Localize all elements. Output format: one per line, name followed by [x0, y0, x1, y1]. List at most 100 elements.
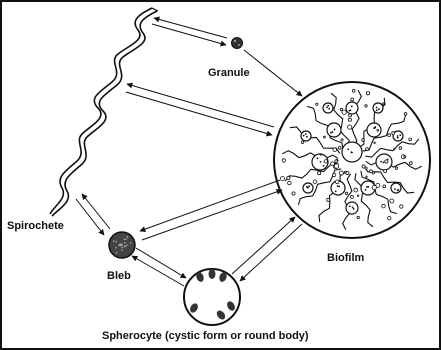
- biofilm-granule: [383, 185, 386, 188]
- biofilm-granule: [392, 132, 395, 135]
- biofilm-granule: [382, 204, 386, 208]
- biofilm-speck: [350, 109, 352, 111]
- biofilm-granule: [377, 129, 379, 131]
- bleb-speck: [121, 244, 123, 246]
- biofilm-granule: [282, 159, 285, 162]
- arrow-bleb-to-biofilm: [142, 190, 282, 240]
- biofilm-round-body: [391, 183, 401, 193]
- biofilm-granule: [385, 160, 388, 163]
- biofilm-speck: [383, 162, 385, 164]
- biofilm-granule: [350, 195, 353, 198]
- biofilm-round-body: [301, 131, 311, 141]
- biofilm-speck: [365, 189, 367, 191]
- biofilm-granule: [382, 103, 384, 105]
- bleb-speck: [127, 236, 129, 238]
- biofilm-granule: [324, 136, 326, 138]
- biofilm-granule: [373, 172, 375, 174]
- biofilm-speck: [337, 185, 339, 187]
- bleb-speck: [115, 247, 117, 249]
- biofilm-granule: [384, 170, 387, 173]
- biofilm-speck: [351, 106, 353, 108]
- biofilm-granule: [348, 118, 351, 121]
- biofilm-granule: [349, 114, 352, 117]
- biofilm-granule: [342, 110, 346, 114]
- biofilm-granule: [354, 188, 358, 192]
- biofilm-speck: [349, 205, 351, 207]
- arrow-biofilm-to-spirochete: [127, 84, 274, 127]
- biofilm-speck: [306, 186, 308, 188]
- granule-shape: [232, 38, 243, 49]
- spirochete-shape: [50, 8, 158, 216]
- label-spirochete: Spirochete: [7, 220, 64, 232]
- biofilm-granule: [327, 198, 330, 201]
- biofilm-speck: [374, 127, 376, 129]
- biofilm-granule: [341, 139, 343, 141]
- biofilm-granule: [335, 180, 339, 184]
- biofilm-granule: [339, 171, 343, 175]
- biofilm-speck: [305, 133, 307, 135]
- biofilm-speck: [399, 134, 401, 136]
- arrow-biofilm-to-spherocyte: [240, 224, 302, 281]
- biofilm-granule: [352, 89, 355, 92]
- bleb-speck: [126, 244, 128, 246]
- biofilm-granule: [345, 192, 347, 194]
- biofilm-granule: [318, 172, 321, 175]
- biofilm-granule: [331, 162, 335, 166]
- label-granule: Granule: [208, 67, 250, 79]
- biofilm-granule: [357, 195, 359, 197]
- biofilm-granule: [388, 216, 391, 219]
- biofilm-granule: [365, 105, 367, 107]
- bleb-speck: [121, 249, 123, 251]
- label-biofilm: Biofilm: [327, 252, 364, 264]
- biofilm-speck: [306, 136, 308, 138]
- biofilm-speck: [380, 161, 382, 163]
- biofilm-granule: [366, 176, 368, 178]
- biofilm-speck: [366, 186, 368, 188]
- biofilm-granule: [320, 154, 322, 156]
- biofilm-speck: [397, 189, 399, 191]
- biofilm-granule: [404, 156, 406, 158]
- arrow-biofilm-to-bleb: [140, 180, 280, 231]
- biofilm-granule: [332, 173, 335, 176]
- biofilm-speck: [397, 137, 399, 139]
- label-bleb: Bleb: [107, 270, 131, 282]
- biofilm-granule: [366, 148, 369, 151]
- biofilm-granule: [351, 98, 354, 101]
- biofilm-speck: [376, 107, 378, 109]
- biofilm-granule: [348, 125, 352, 129]
- biofilm-speck: [352, 207, 354, 209]
- bleb-speck: [130, 242, 132, 244]
- bleb-speck: [116, 241, 118, 243]
- bleb-speck: [124, 242, 126, 244]
- biofilm-shape: [274, 82, 430, 238]
- biofilm-speck: [334, 129, 336, 131]
- biofilm-granule: [335, 160, 338, 163]
- bleb-speck: [113, 240, 115, 242]
- bleb-speck: [116, 252, 118, 254]
- biofilm-speck: [397, 135, 399, 137]
- bleb-speck: [118, 245, 120, 247]
- biofilm-granule: [357, 216, 359, 218]
- bleb-speck: [126, 238, 128, 240]
- bleb-speck: [124, 239, 126, 241]
- biofilm-speck: [320, 161, 322, 163]
- biofilm-speck: [378, 108, 380, 110]
- arrow-granule-to-biofilm: [244, 50, 302, 96]
- biofilm-granule: [388, 134, 391, 137]
- biofilm-speck: [394, 188, 396, 190]
- biofilm-speck: [353, 208, 355, 210]
- biofilm-speck: [323, 165, 325, 167]
- spherocyte-shape: [184, 269, 240, 325]
- biofilm-granule: [370, 170, 373, 173]
- biofilm-granule: [409, 162, 412, 165]
- biofilm-granule: [333, 148, 337, 152]
- biofilm-speck: [327, 105, 329, 107]
- biofilm-granule: [288, 181, 292, 185]
- biofilm-granule: [394, 148, 396, 150]
- biofilm-granule: [313, 180, 317, 184]
- biofilm-granule: [374, 142, 376, 144]
- biofilm-granule: [345, 171, 347, 173]
- biofilm-granule: [301, 141, 304, 144]
- biofilm-speck: [347, 149, 349, 151]
